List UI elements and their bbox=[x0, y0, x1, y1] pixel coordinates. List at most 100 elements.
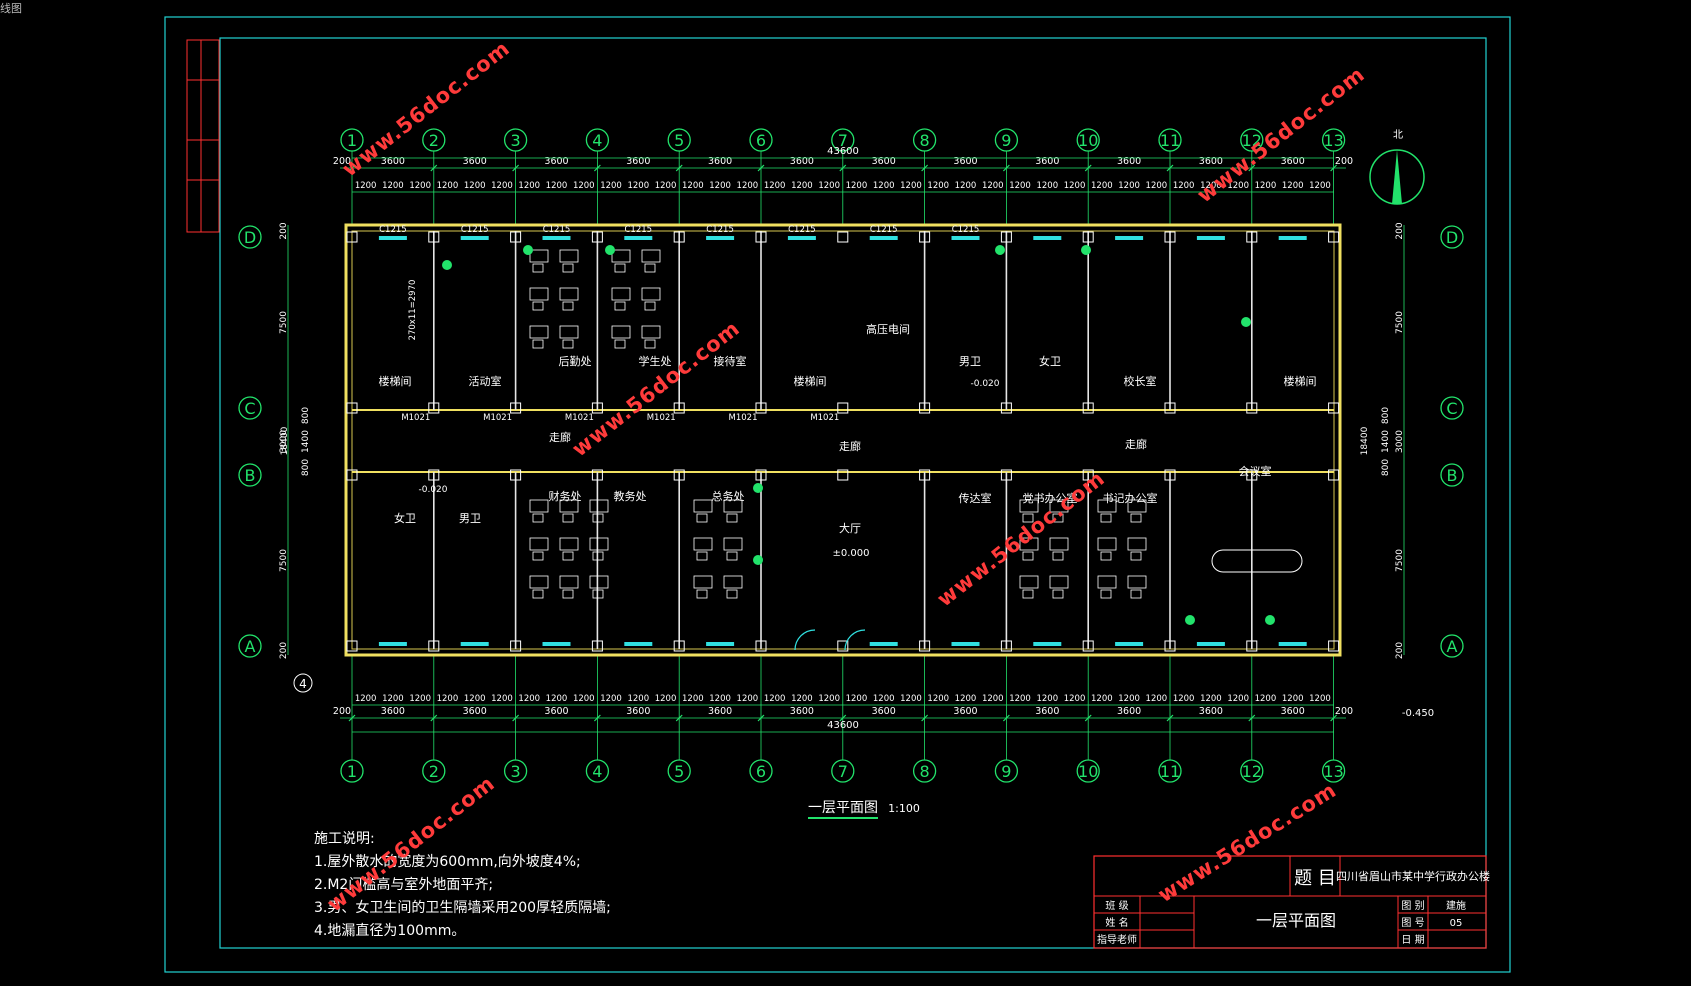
plant-icon bbox=[1185, 615, 1195, 625]
dim-text: 43600 bbox=[827, 720, 859, 731]
dim-tick bbox=[921, 714, 929, 722]
chair bbox=[592, 589, 604, 599]
level-label: -0.020 bbox=[418, 485, 447, 495]
plant-icon bbox=[1081, 245, 1091, 255]
dim-tick bbox=[1002, 164, 1010, 172]
north-arrow-icon bbox=[1369, 149, 1425, 205]
chair bbox=[532, 551, 544, 561]
desk bbox=[723, 575, 743, 589]
column bbox=[837, 402, 849, 414]
dim-text: 3600 bbox=[872, 156, 896, 167]
column bbox=[673, 640, 685, 652]
axis-label: C bbox=[244, 399, 255, 418]
dim-text: 3600 bbox=[1199, 156, 1223, 167]
axis-label: 2 bbox=[429, 762, 439, 781]
chair bbox=[562, 513, 574, 523]
dim-text: 1200 bbox=[1173, 694, 1195, 704]
dim-text: 7500 bbox=[279, 549, 289, 572]
chair bbox=[1130, 551, 1142, 561]
desk bbox=[693, 575, 713, 589]
desk bbox=[1019, 499, 1039, 513]
dim-text: 1200 bbox=[382, 694, 404, 704]
dim-text: 1200 bbox=[355, 181, 377, 191]
column bbox=[510, 231, 522, 243]
dim-text: 1200 bbox=[655, 694, 677, 704]
dim-text: 1200 bbox=[409, 181, 431, 191]
dim-text: 1200 bbox=[682, 181, 704, 191]
column bbox=[837, 469, 849, 481]
plant-icon bbox=[442, 260, 452, 270]
desk bbox=[1097, 537, 1117, 551]
dim-text: 3600 bbox=[381, 156, 405, 167]
axis-label: 2 bbox=[429, 131, 439, 150]
door-swing bbox=[844, 629, 866, 651]
room-label: 走廊 bbox=[839, 439, 861, 453]
title-block bbox=[1093, 855, 1487, 949]
room-label: 总务处 bbox=[712, 489, 745, 503]
dim-text: 1200 bbox=[873, 694, 895, 704]
dim-tick bbox=[1248, 714, 1256, 722]
dim-text: 1200 bbox=[982, 694, 1004, 704]
axis-label: 11 bbox=[1160, 131, 1180, 150]
window bbox=[869, 642, 898, 646]
dim-text: 1200 bbox=[437, 694, 459, 704]
axis-label: C bbox=[1446, 399, 1457, 418]
room-label: 财务处 bbox=[549, 489, 582, 503]
furniture-symbols bbox=[442, 245, 1303, 651]
window bbox=[1196, 642, 1225, 646]
dim-text: 200 bbox=[1335, 156, 1353, 167]
dim-text: 1200 bbox=[1118, 181, 1140, 191]
window bbox=[542, 642, 571, 646]
dim-text: 43600 bbox=[827, 146, 859, 157]
dim-text: 3600 bbox=[953, 156, 977, 167]
axis-label: B bbox=[1447, 466, 1458, 485]
window bbox=[1196, 236, 1225, 240]
dim-text: 1200 bbox=[355, 694, 377, 704]
window-label: C1215 bbox=[706, 225, 734, 235]
room-label: 会议室 bbox=[1239, 464, 1272, 478]
dim-tick bbox=[512, 714, 520, 722]
plant-icon bbox=[1265, 615, 1275, 625]
dim-tick bbox=[593, 714, 601, 722]
chair bbox=[1100, 513, 1112, 523]
dim-text: 3600 bbox=[1281, 156, 1305, 167]
axis-label: 4 bbox=[592, 762, 602, 781]
dim-text: 200 bbox=[1335, 706, 1353, 717]
dim-text: 3600 bbox=[790, 706, 814, 717]
room-label: 党书办公室 bbox=[1023, 491, 1078, 505]
axis-bubble bbox=[238, 225, 262, 249]
column bbox=[1164, 469, 1176, 481]
window bbox=[1033, 236, 1062, 240]
title-key: 图 别 bbox=[1401, 900, 1424, 912]
level-label: -0.020 bbox=[970, 379, 999, 389]
dim-tick bbox=[1002, 714, 1010, 722]
dim-tick bbox=[1084, 164, 1092, 172]
dim-text: 1200 bbox=[491, 181, 513, 191]
room-label: 校长室 bbox=[1124, 374, 1157, 388]
plant-icon bbox=[753, 555, 763, 565]
dim-text: 1200 bbox=[573, 694, 595, 704]
dim-tick bbox=[348, 164, 356, 172]
dim-text: 200 bbox=[333, 706, 351, 717]
desk bbox=[611, 249, 631, 263]
dim-text: 3600 bbox=[626, 156, 650, 167]
chair bbox=[614, 339, 626, 349]
dim-text: 1200 bbox=[1200, 181, 1222, 191]
dim-tick bbox=[1084, 714, 1092, 722]
axis-label: 13 bbox=[1323, 762, 1343, 781]
project-label: 题 目 bbox=[1294, 868, 1336, 889]
dim-text: 1200 bbox=[546, 181, 568, 191]
axis-label: 9 bbox=[1001, 762, 1011, 781]
window bbox=[706, 236, 735, 240]
axis-label: 6 bbox=[756, 762, 766, 781]
dim-tick bbox=[1330, 164, 1338, 172]
dim-text: 1200 bbox=[1036, 181, 1058, 191]
dim-text: 1200 bbox=[573, 181, 595, 191]
chair bbox=[644, 301, 656, 311]
chair bbox=[614, 263, 626, 273]
axis-label: 10 bbox=[1078, 131, 1098, 150]
title-key: 图 号 bbox=[1401, 917, 1424, 929]
plan-scale: 1:100 bbox=[888, 802, 920, 815]
chair bbox=[532, 301, 544, 311]
chair bbox=[696, 551, 708, 561]
